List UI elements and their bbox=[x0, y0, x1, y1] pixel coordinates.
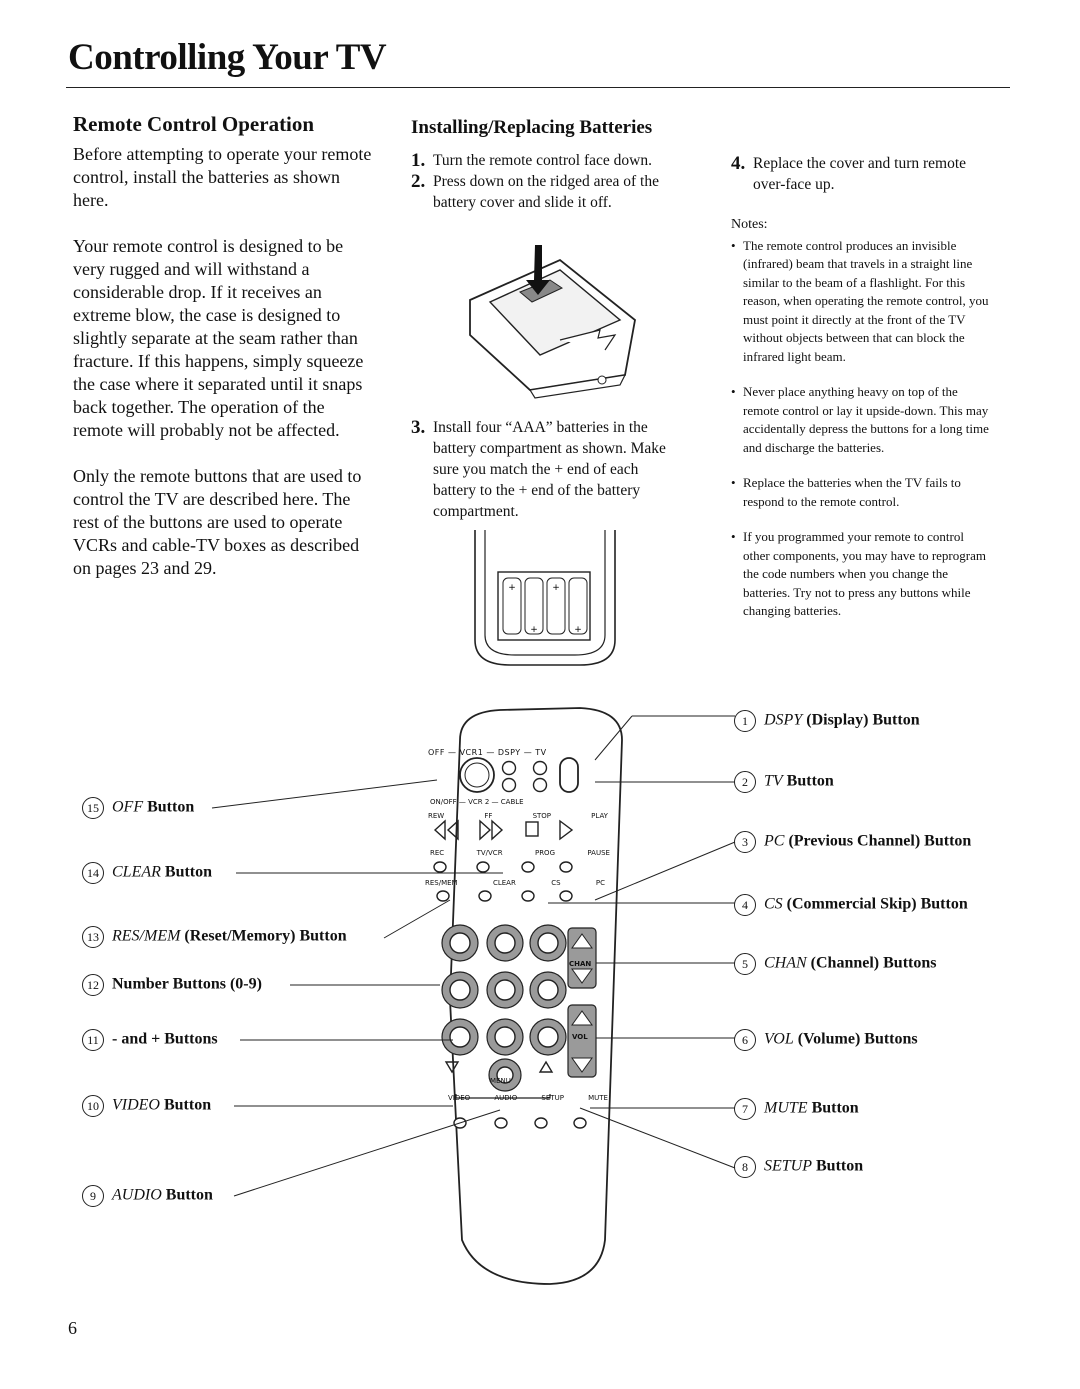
step-2: 2.Press down on the ridged area of the b… bbox=[411, 171, 659, 211]
vol-label: VOL bbox=[572, 1033, 588, 1041]
cs-label: CS bbox=[551, 879, 561, 887]
stop-label: STOP bbox=[532, 812, 552, 820]
clear-label: CLEAR bbox=[492, 879, 516, 887]
battery-steps-1-2: 1.Turn the remote control face down. 2.P… bbox=[411, 150, 681, 213]
battery-compartment-illustration: + + + + bbox=[474, 530, 616, 666]
record-labels-row: REC TV/VCR PROG PAUSE bbox=[430, 849, 610, 857]
rec-label: REC bbox=[430, 849, 445, 857]
ff-label: FF bbox=[484, 812, 493, 820]
switch-label-2: ON/OFF — VCR 2 — CABLE bbox=[430, 798, 524, 806]
memory-labels-row: RES/MEM CLEAR CS PC bbox=[425, 879, 605, 887]
note-item: Never place anything heavy on top of the… bbox=[731, 383, 993, 457]
svg-text:+: + bbox=[508, 583, 516, 593]
buttons-paragraph: Only the remote buttons that are used to… bbox=[73, 466, 362, 578]
remote-control-illustration bbox=[433, 707, 623, 1285]
battery-step-3: 3.Install four “AAA” batteries in the ba… bbox=[411, 417, 679, 522]
step-1: 1.Turn the remote control face down. bbox=[411, 150, 652, 171]
battery-cover-illustration bbox=[469, 245, 636, 399]
callout-minus-plus: 11- and + Buttons bbox=[82, 1029, 218, 1051]
note-item: The remote control produces an invisible… bbox=[731, 237, 993, 367]
video-label: VIDEO bbox=[448, 1094, 471, 1102]
left-column-text: Before attempting to operate your remote… bbox=[73, 143, 373, 580]
pause-label: PAUSE bbox=[587, 849, 610, 857]
title-rule bbox=[66, 87, 1010, 88]
audio-label: AUDIO bbox=[494, 1094, 518, 1102]
page-title: Controlling Your TV bbox=[68, 37, 387, 78]
step-4: 4.Replace the cover and turn remote over… bbox=[731, 153, 967, 193]
page-number: 6 bbox=[68, 1318, 77, 1338]
setup-label: SETUP bbox=[541, 1094, 564, 1102]
svg-text:+: + bbox=[552, 583, 560, 593]
tvvcr-label: TV/VCR bbox=[476, 849, 503, 857]
step-3: 3.Install four “AAA” batteries in the ba… bbox=[411, 417, 666, 520]
notes-section: Notes: The remote control produces an in… bbox=[731, 216, 993, 621]
rew-label: REW bbox=[428, 812, 445, 820]
switch-label: OFF — VCR1 — DSPY — TV bbox=[428, 748, 547, 757]
prog-label: PROG bbox=[534, 849, 555, 857]
svg-text:+: + bbox=[574, 625, 582, 635]
mute-label: MUTE bbox=[588, 1094, 608, 1102]
intro-paragraph: Before attempting to operate your remote… bbox=[73, 144, 372, 210]
menu-label: MENU bbox=[490, 1077, 511, 1085]
remote-operation-heading: Remote Control Operation bbox=[73, 112, 315, 136]
transport-labels-row: REW FF STOP PLAY bbox=[428, 812, 608, 820]
battery-step-4: 4.Replace the cover and turn remote over… bbox=[731, 153, 999, 195]
note-item: Replace the batteries when the TV fails … bbox=[731, 474, 993, 511]
chan-label: CHAN bbox=[569, 960, 592, 968]
play-label: PLAY bbox=[591, 812, 608, 820]
note-item: If you programmed your remote to control… bbox=[731, 528, 993, 621]
batteries-heading: Installing/Replacing Batteries bbox=[411, 117, 653, 138]
durability-paragraph: Your remote control is designed to be ve… bbox=[73, 236, 364, 440]
svg-text:+: + bbox=[530, 625, 538, 635]
pc-label: PC bbox=[595, 879, 605, 887]
notes-heading: Notes: bbox=[731, 217, 768, 232]
resmem-label: RES/MEM bbox=[425, 879, 458, 887]
audio-labels-row: VIDEO AUDIO SETUP MUTE bbox=[448, 1094, 608, 1102]
